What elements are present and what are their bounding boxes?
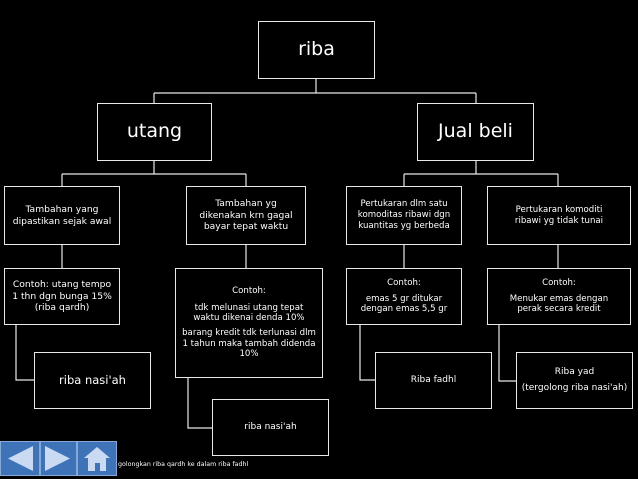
example-utang-tempo: Contoh: utang tempo 1 thn dgn bunga 15% …	[4, 268, 120, 325]
next-slide-button[interactable]	[40, 441, 77, 476]
root-label: riba	[298, 38, 335, 61]
home-button[interactable]	[77, 441, 117, 476]
arrow-left-icon	[8, 446, 33, 471]
home-icon	[84, 447, 110, 471]
branch-utang-label: utang	[126, 120, 183, 143]
text-line: Pertukaran dlm satu	[360, 199, 448, 210]
category-kuantitas: Pertukaran dlm satu komoditas ribawi dgn…	[346, 186, 462, 245]
result-riba-fadhl: Riba fadhl	[375, 352, 492, 409]
example-emas-perak: Contoh: Menukar emas dengan perak secara…	[487, 268, 631, 325]
text-line: ribawi yg tidak tunai	[514, 215, 604, 226]
result-riba-yad: Riba yad (tergolong riba nasi'ah)	[516, 352, 633, 409]
text-line: bayar tepat waktu	[203, 221, 289, 233]
text-line: 1 tahun maka tambah didenda	[182, 338, 316, 349]
text-line: Tambahan yang	[25, 204, 99, 215]
text-line: (riba qardh)	[34, 302, 90, 314]
result-label: riba nasi'ah	[244, 421, 297, 432]
text-line: dipastikan sejak awal	[12, 215, 112, 227]
text-line: Tambahan yg	[215, 198, 277, 210]
result-label: Riba fadhl	[410, 374, 457, 385]
text-line: Contoh: utang tempo	[12, 279, 112, 291]
result-riba-nasiah-1: riba nasi'ah	[34, 352, 151, 409]
example-emas-gr: Contoh: emas 5 gr ditukar dengan emas 5,…	[346, 268, 462, 325]
branch-utang: utang	[97, 103, 212, 161]
text-line: komoditas ribawi dgn	[357, 210, 451, 221]
text-line: (tergolong riba nasi'ah)	[521, 382, 628, 393]
category-tidak-tunai: Pertukaran komoditi ribawi yg tidak tuna…	[487, 186, 631, 245]
text-line: dengan emas 5,5 gr	[360, 304, 448, 315]
text-line: Menukar emas dengan	[509, 293, 609, 304]
branch-jual-beli: Jual beli	[417, 103, 534, 161]
root-riba: riba	[258, 21, 375, 79]
text-line: Riba yad	[554, 367, 595, 378]
category-dipastikan: Tambahan yang dipastikan sejak awal	[4, 186, 120, 245]
text-line: barang kredit tdk terlunasi dlm	[182, 328, 316, 338]
result-label: riba nasi'ah	[59, 373, 126, 388]
branch-jual-beli-label: Jual beli	[438, 120, 513, 143]
text-line: perak secara kredit	[517, 304, 601, 315]
text-line: Contoh:	[542, 277, 576, 288]
text-line: tdk melunasi utang tepat	[194, 302, 304, 313]
text-line: Pertukaran komoditi	[515, 204, 603, 215]
prev-slide-button[interactable]	[0, 441, 40, 476]
text-line: dikenakan krn gagal	[199, 209, 293, 221]
arrow-right-icon	[45, 446, 70, 471]
text-line: 1 thn dgn bunga 15%	[12, 290, 112, 302]
example-denda: Contoh: tdk melunasi utang tepat waktu d…	[175, 268, 323, 378]
text-line: Contoh:	[387, 277, 421, 288]
text-line: 10%	[239, 349, 259, 360]
footnote: golongkan riba qardh ke dalam riba fadhl	[118, 461, 249, 468]
text-line: emas 5 gr ditukar	[365, 293, 443, 304]
category-terlambat: Tambahan yg dikenakan krn gagal bayar te…	[186, 186, 306, 245]
text-line: kuantitas yg berbeda	[358, 220, 450, 231]
result-riba-nasiah-2: riba nasi'ah	[212, 399, 329, 456]
text-line: waktu dikenai denda 10%	[193, 313, 305, 324]
text-line: Contoh:	[232, 285, 266, 296]
